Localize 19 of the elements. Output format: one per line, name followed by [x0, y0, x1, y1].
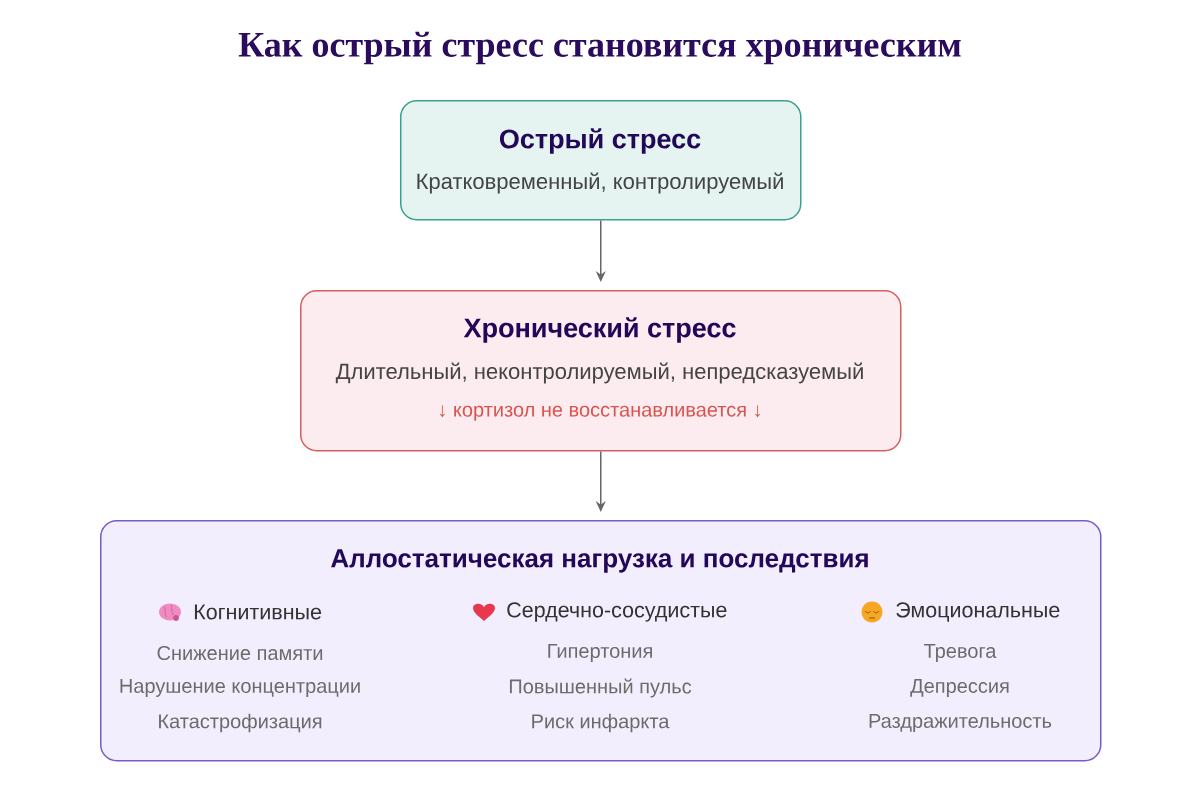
box-heading: Аллостатическая нагрузка и последствия [331, 549, 868, 573]
box-heading: Хронический стресс [463, 317, 736, 343]
list-item: Катастрофизация [159, 713, 322, 733]
note-text: ↓ кортизол не восстанавливается ↓ [440, 405, 760, 421]
list-item: Раздражительность [869, 714, 1052, 732]
box-text: Длительный, неконтролируемый, непредсказуемый [335, 362, 863, 384]
column-heading: Когнитивные [194, 604, 322, 620]
column-heading: Сердечно-сосудистые [507, 602, 727, 622]
box-heading: Острый стресс [499, 128, 701, 154]
list-item: Риск инфаркта [532, 713, 670, 733]
column-heading: Эмоциональные [896, 602, 1060, 622]
box-text: Кратковременный, контролируемый [417, 172, 783, 194]
list-item: Повышенный пульс [509, 678, 692, 698]
list-item: Гипертония [548, 644, 652, 662]
list-item: Тревога [924, 644, 997, 662]
list-item: Нарушение концентрации [120, 679, 360, 697]
list-item: Депрессия [910, 679, 1009, 697]
list-item: Снижение памяти [157, 645, 323, 661]
title: Как острый стресс становится хроническим [238, 31, 961, 65]
